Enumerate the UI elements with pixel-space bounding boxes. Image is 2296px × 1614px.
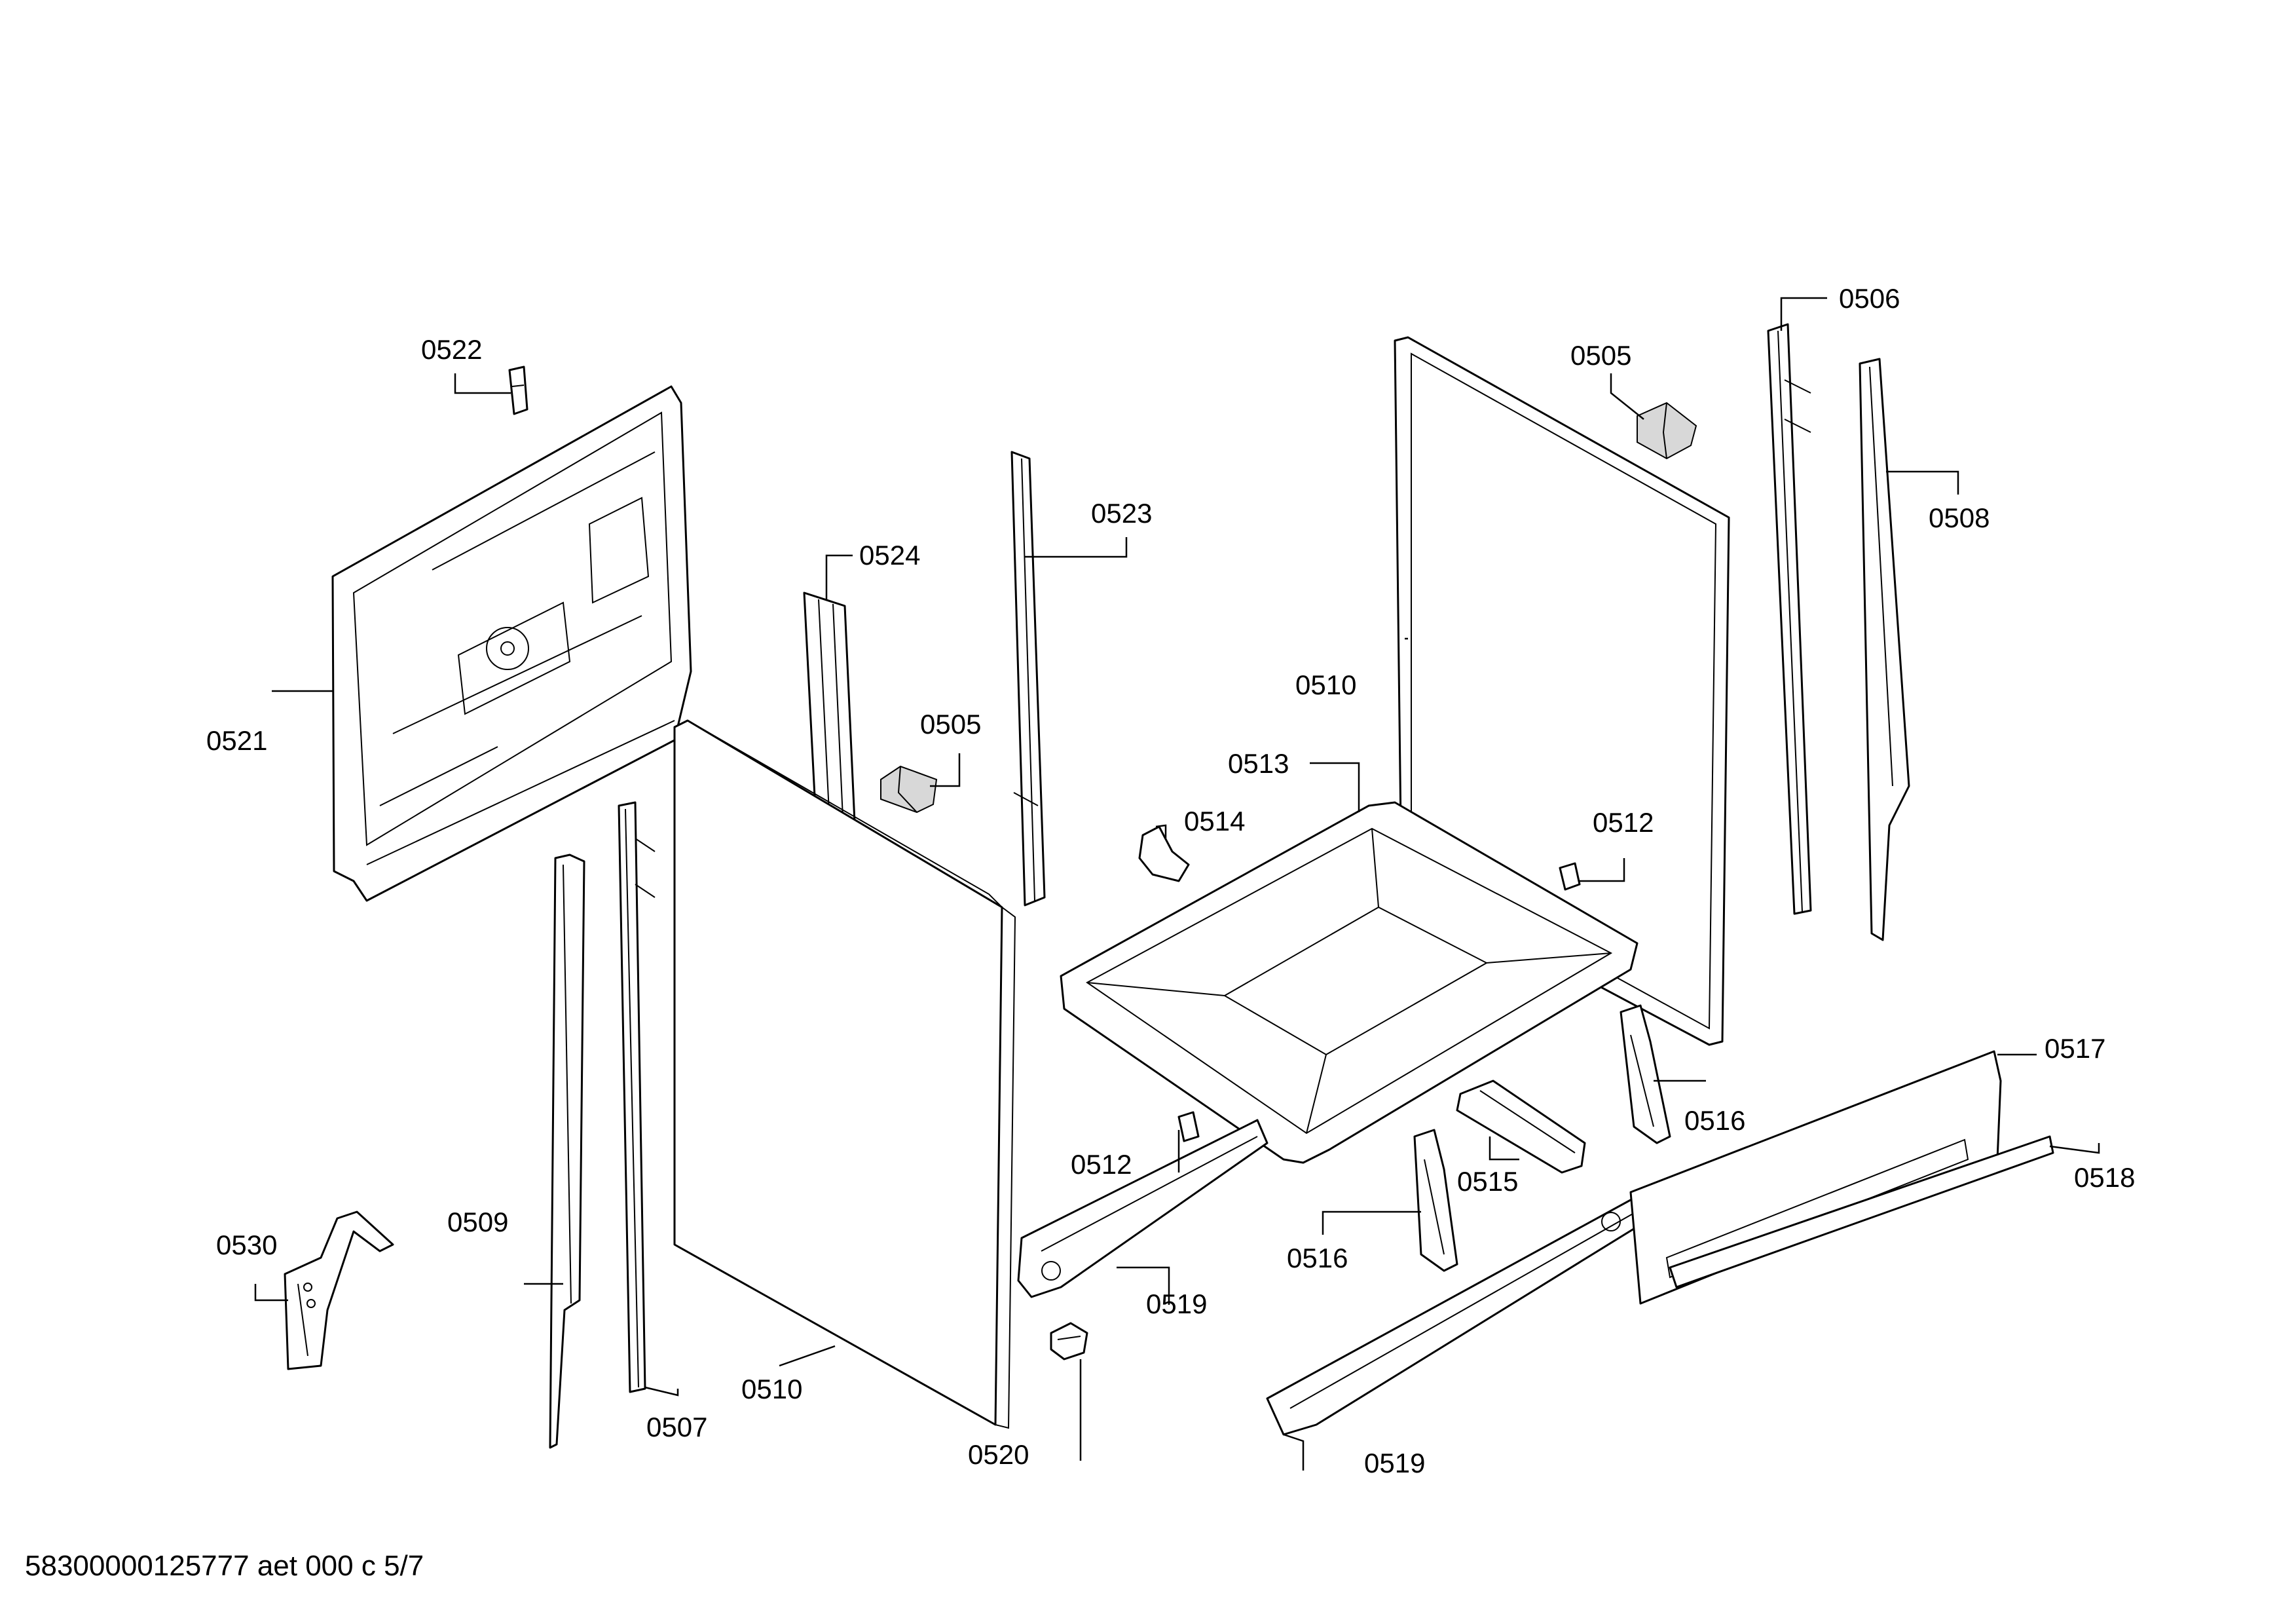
part-0508: [1859, 358, 1910, 941]
part-0522: [508, 366, 528, 415]
label-0514: 0514: [1184, 806, 1245, 836]
part-0510-left-side-panel: [673, 719, 1016, 1429]
label-0519-right: 0519: [1364, 1448, 1425, 1478]
part-0516-right: [1620, 1004, 1671, 1144]
part-0505-left: [880, 765, 938, 814]
label-0519-left: 0519: [1146, 1288, 1207, 1319]
label-0510-right: 0510: [1295, 669, 1356, 700]
part-0518: [1669, 1135, 2054, 1288]
document-reference: 58300000125777 aet 000 c 5/7: [25, 1550, 424, 1582]
part-0516-left: [1413, 1129, 1458, 1272]
part-0515: [1456, 1079, 1586, 1174]
part-0521-rear-panel: [331, 385, 692, 902]
part-0517-front-panel: [1629, 1050, 2002, 1305]
part-0509: [549, 854, 585, 1449]
leader-lines: [254, 297, 2100, 1471]
label-0508: 0508: [1929, 502, 1990, 533]
label-0518: 0518: [2074, 1162, 2135, 1193]
part-0505-right: [1637, 402, 1697, 460]
label-0512-right: 0512: [1593, 807, 1654, 838]
label-0507: 0507: [646, 1412, 707, 1442]
label-0506: 0506: [1839, 283, 1900, 314]
part-0513-tray: [1060, 801, 1639, 1164]
label-0505-right: 0505: [1570, 340, 1631, 371]
part-0530: [284, 1210, 394, 1370]
part-0524: [803, 591, 856, 823]
label-0524: 0524: [859, 540, 920, 571]
label-0516-left: 0516: [1287, 1243, 1348, 1273]
label-0517: 0517: [2045, 1033, 2105, 1064]
part-0519-right: [1266, 1184, 1668, 1436]
part-0514: [1138, 825, 1190, 882]
part-0512-left: [1177, 1111, 1200, 1142]
label-0513: 0513: [1228, 748, 1289, 779]
label-0530: 0530: [216, 1229, 277, 1260]
label-0521: 0521: [206, 725, 267, 756]
label-0523: 0523: [1091, 498, 1152, 529]
part-0512-right: [1559, 862, 1581, 891]
label-0520: 0520: [968, 1439, 1029, 1470]
label-0505-left: 0505: [920, 709, 981, 740]
callout-labels: 0522 0521 0524 0523 0505 0505 0506 0508 …: [206, 283, 2135, 1478]
label-0516-right: 0516: [1684, 1105, 1745, 1136]
label-0515: 0515: [1457, 1166, 1518, 1197]
label-0522: 0522: [421, 334, 482, 365]
label-0509: 0509: [447, 1207, 508, 1237]
label-0510-left: 0510: [741, 1374, 802, 1404]
part-0506: [1767, 323, 1812, 915]
part-0523: [1010, 451, 1046, 907]
part-0519-left: [1017, 1119, 1268, 1298]
part-0520-foot: [1050, 1322, 1088, 1361]
part-0507: [618, 801, 656, 1393]
label-0512-left: 0512: [1071, 1149, 1132, 1180]
